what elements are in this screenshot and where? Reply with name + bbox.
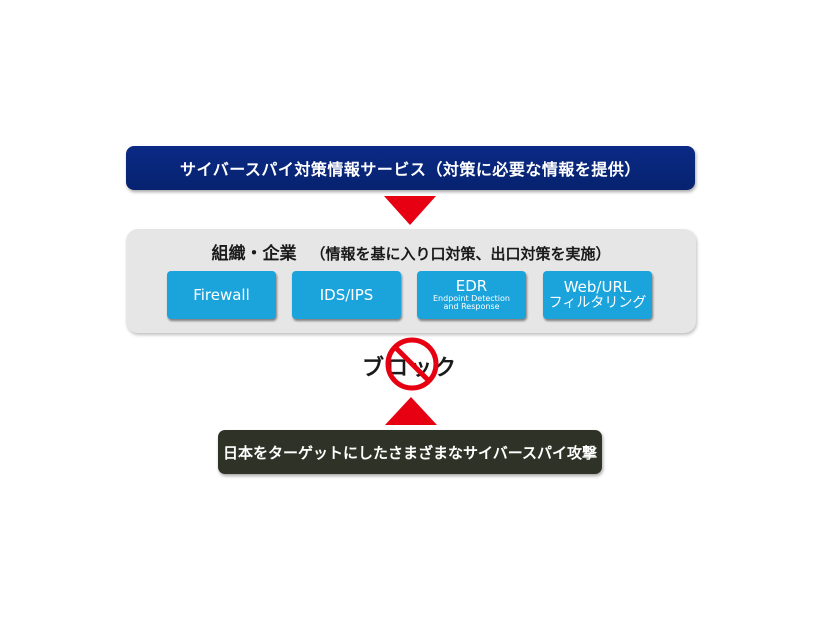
tool-web-url-filtering: Web/URL フィルタリング xyxy=(543,271,652,319)
prohibition-icon xyxy=(385,337,439,391)
tool-sublabel: フィルタリング xyxy=(548,295,647,312)
tool-label: Firewall xyxy=(193,285,250,304)
tool-edr: EDR Endpoint Detection and Response xyxy=(417,271,526,319)
tool-ids-ips: IDS/IPS xyxy=(292,271,401,319)
tool-firewall: Firewall xyxy=(167,271,276,319)
cyber-spy-attack-box: 日本をターゲットにしたさまざまなサイバースパイ攻撃 xyxy=(218,430,602,474)
organization-subtitle: （情報を基に入り口対策、出口対策を実施） xyxy=(310,245,611,263)
attack-label: 日本をターゲットにしたさまざまなサイバースパイ攻撃 xyxy=(223,443,597,462)
block-indicator: ブロック xyxy=(350,334,470,396)
tool-label: Web/URL xyxy=(563,277,632,296)
arrow-up-icon xyxy=(385,397,437,425)
cyber-spy-countermeasure-service-box: サイバースパイ対策情報サービス（対策に必要な情報を提供） xyxy=(126,146,695,190)
tool-label: EDR xyxy=(455,277,488,296)
organization-box: 組織・企業 （情報を基に入り口対策、出口対策を実施） Firewall IDS/I… xyxy=(126,229,696,333)
tool-sublabel: and Response xyxy=(443,302,500,312)
tool-label: IDS/IPS xyxy=(319,285,374,304)
organization-title: 組織・企業 （情報を基に入り口対策、出口対策を実施） xyxy=(126,239,696,264)
organization-label: 組織・企業 xyxy=(211,244,297,264)
arrow-down-icon xyxy=(384,196,436,225)
tool-sublabel: Endpoint Detection xyxy=(432,293,510,303)
service-label: サイバースパイ対策情報サービス（対策に必要な情報を提供） xyxy=(180,160,641,179)
